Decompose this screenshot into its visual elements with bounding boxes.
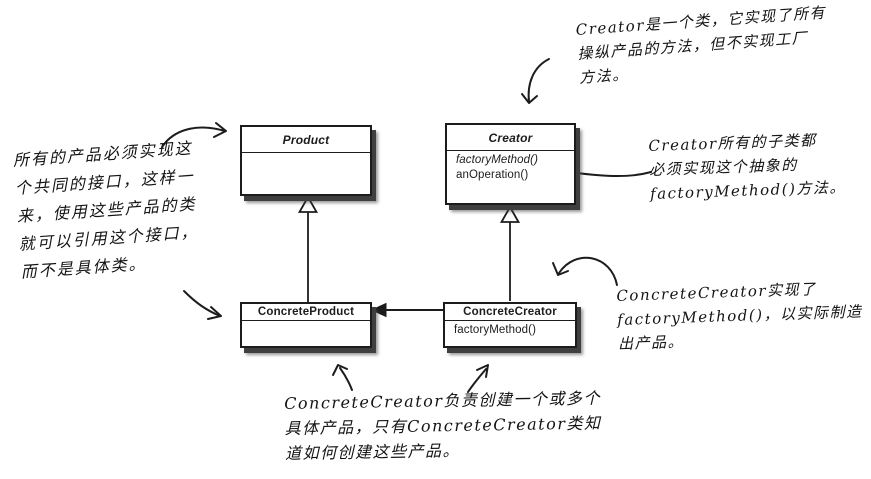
note-arrow-to-creator [521, 58, 550, 104]
association-arrow-concrete-creator-to-concrete-product [370, 302, 443, 318]
annotation-product-interface: 所有的产品必须实现这 个共同的接口，这样一 来，使用这些产品的类 就可以引用这个… [12, 134, 201, 286]
class-name-product: Product [242, 127, 370, 153]
class-name-creator: Creator [447, 125, 574, 151]
class-box-concrete-product: ConcreteProduct [240, 302, 372, 348]
note-arrow-bottom-to-concrete-product [332, 364, 353, 391]
class-box-creator: Creator factoryMethod() anOperation() [445, 123, 576, 205]
note-arrow-to-concrete-creator [552, 256, 618, 286]
annotation-concrete-creator: ConcreteCreator实现了 factoryMethod()，以实际制造… [616, 275, 864, 356]
class-name-concrete-product: ConcreteProduct [242, 304, 370, 321]
class-box-concrete-creator: ConcreteCreator factoryMethod() [443, 302, 577, 348]
annotation-concrete-creator-responsibility: ConcreteCreator负责创建一个或多个 具体产品，只有Concrete… [284, 385, 602, 466]
note-line: 道如何创建这些产品。 [284, 440, 461, 463]
class-body-creator: factoryMethod() anOperation() [447, 151, 574, 181]
class-name-concrete-creator: ConcreteCreator [445, 304, 575, 321]
inheritance-arrow-concrete-product-to-product [297, 195, 319, 302]
annotation-creator-subclasses: Creator所有的子类都 必须实现这个抽象的 factoryMethod()方… [648, 127, 846, 206]
inheritance-arrow-concrete-creator-to-creator [499, 205, 521, 301]
method-an-operation: anOperation() [456, 169, 529, 181]
annotation-creator: Creator是一个类，它实现了所有 操纵产品的方法，但不实现工厂 方法。 [575, 1, 830, 90]
class-body-concrete-creator: factoryMethod() [445, 321, 575, 336]
note-arrow-to-concrete-product [183, 290, 222, 320]
method-factory-method-concrete: factoryMethod() [454, 324, 537, 336]
class-box-product: Product [240, 125, 372, 196]
method-factory-method-abstract: factoryMethod() [456, 154, 539, 166]
